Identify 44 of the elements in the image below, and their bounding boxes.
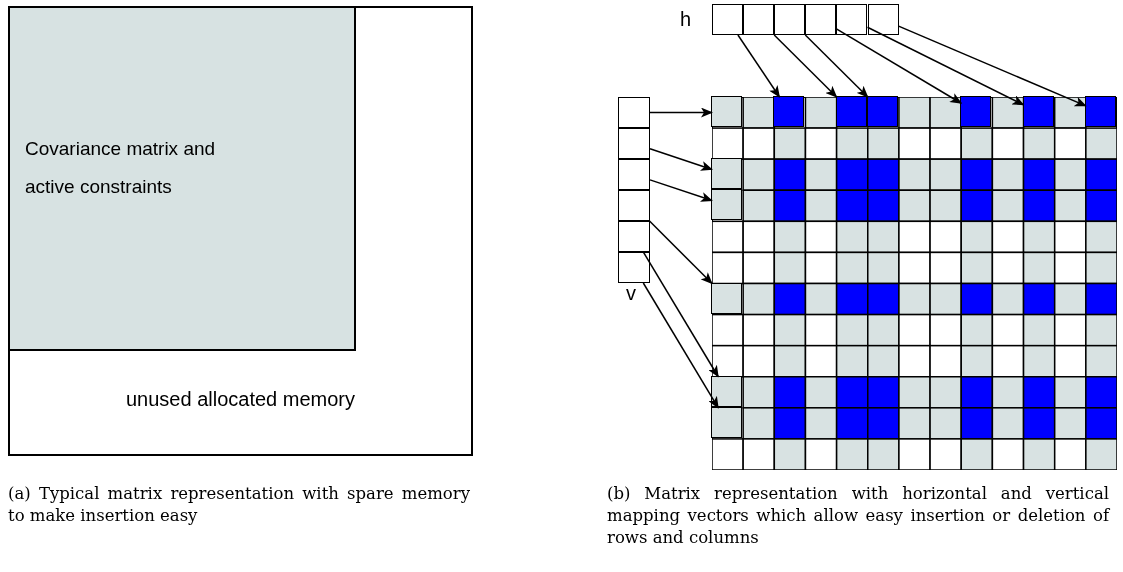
matrix-grid (712, 97, 1117, 470)
vector-cell (743, 4, 775, 35)
arrow (648, 220, 713, 285)
arrow (835, 28, 963, 104)
vector-label: v (626, 282, 636, 305)
matrix-cell (1022, 96, 1054, 128)
vector-cell (618, 128, 650, 159)
vector-cell (867, 4, 899, 35)
vector-cell (836, 4, 868, 35)
vector-cell (618, 190, 650, 221)
arrow (804, 34, 869, 98)
matrix-cell (711, 96, 743, 128)
vector-cell (805, 4, 837, 35)
vector-cell (618, 252, 650, 283)
arrow (897, 25, 1087, 107)
arrow (773, 34, 838, 98)
matrix-cell (1084, 96, 1116, 128)
vector-cell (712, 4, 744, 35)
arrow (737, 34, 781, 98)
matrix-cell (773, 96, 805, 128)
block-label: unused allocated memory (125, 388, 356, 411)
arrow (649, 148, 713, 171)
used-memory-block (8, 6, 356, 351)
matrix-cell (711, 406, 743, 438)
arrow (642, 282, 719, 409)
matrix-cell (960, 96, 992, 128)
matrix-cell (711, 158, 743, 190)
figure-caption: (a) Typical matrix representation with spare memory to make insertion easy (8, 483, 470, 527)
matrix-cell (711, 189, 743, 221)
matrix-cell (711, 282, 743, 314)
matrix-cell (835, 96, 867, 128)
arrow (642, 251, 719, 378)
memory-block (8, 6, 473, 456)
vector-cell (618, 97, 650, 128)
vector-cell (774, 4, 806, 35)
matrix-cell (866, 96, 898, 128)
block-label: Covariance matrix and active constraints (25, 137, 217, 199)
vector-label: h (680, 8, 692, 31)
figure-caption: (b) Matrix representation with horizontal and vertical mapping vectors which allow easy insertion or deletion of rows and columns (607, 483, 1109, 549)
vector-cell (618, 221, 650, 252)
vector-cell (618, 159, 650, 190)
arrow (866, 26, 1025, 106)
arrow (649, 179, 713, 202)
arrow (649, 107, 713, 118)
